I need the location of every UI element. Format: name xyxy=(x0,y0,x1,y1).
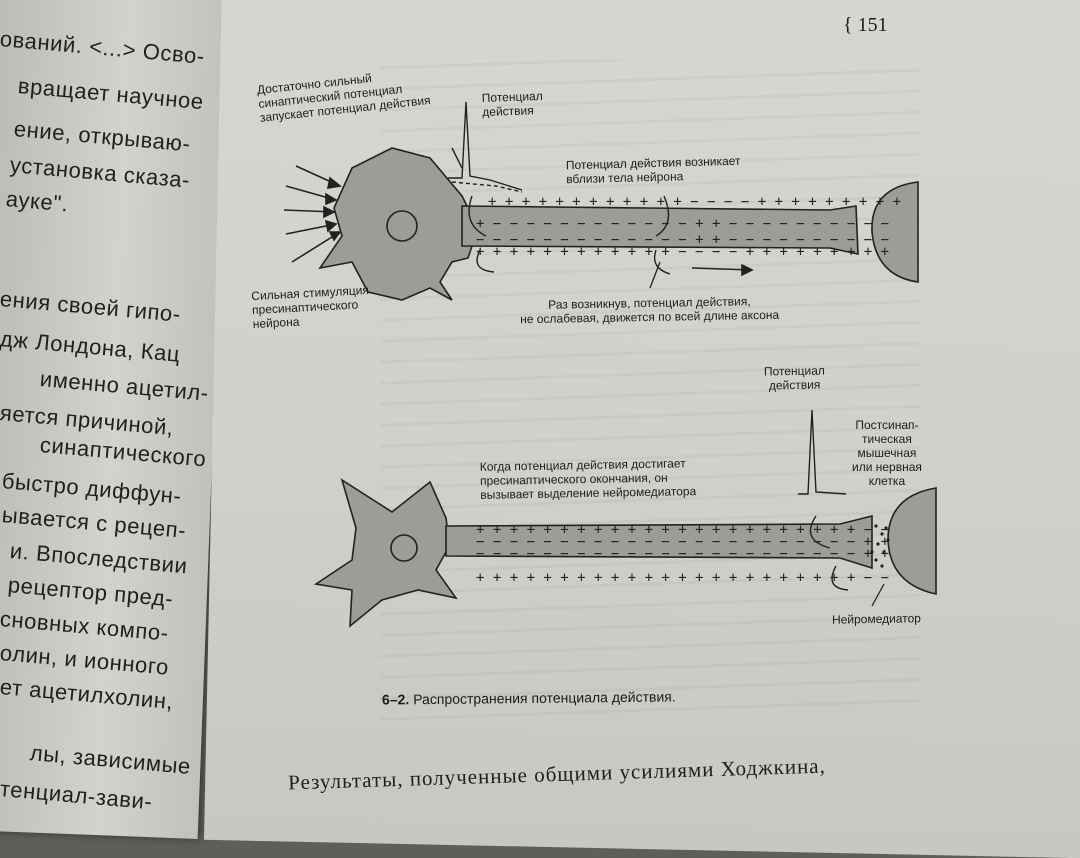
top-current-loops xyxy=(468,195,671,275)
bottom-spike xyxy=(798,409,847,495)
bottom-postsynaptic-cell xyxy=(887,487,937,595)
bottom-axon-charges: + + + + + + + + + + + + + + + + + + + + … xyxy=(476,522,889,586)
label-postsynaptic-cell: Постсинап- тическая мышечная или нервная… xyxy=(852,418,922,488)
propagates-pointer xyxy=(649,261,661,289)
svg-text:+ + + + + + + + + + + + − − −: + + + + + + + + + + + + − − − − + + + + … xyxy=(476,244,889,260)
bottom-neuron-soma xyxy=(313,478,458,628)
svg-text:+ + + + + + + + + + + + − − −: + + + + + + + + + + + + − − − − + + + + … xyxy=(488,194,901,210)
svg-text:− − − − − − − − − − − − − − −: − − − − − − − − − − − − − − − − − − − − … xyxy=(476,534,889,550)
label-neuromediator: Нейромедиатор xyxy=(831,611,921,627)
top-neuron-soma xyxy=(318,147,473,301)
label-propagates: Раз возникнув, потенциал действия, не ос… xyxy=(520,294,780,327)
svg-text:+ + + + + + + + + + + + + + +: + + + + + + + + + + + + + + + + + + + + … xyxy=(476,522,889,538)
top-axon-charges: + + + + + + + + + + + + − − − − + + + + … xyxy=(476,194,901,260)
figure-caption: 6–2. Распространения потенциала действия… xyxy=(382,688,676,707)
svg-text:+ − − − − − − − − − − − − + +: + − − − − − − − − − − − − + + − − − − − … xyxy=(476,216,889,232)
svg-text:+ + + + + + + + + + + + + + +: + + + + + + + + + + + + + + + + + + + + … xyxy=(476,570,889,586)
neurotransmitter-dots xyxy=(870,524,890,568)
caption-text: Распространения потенциала действия. xyxy=(413,688,676,708)
page-number: { 151 xyxy=(843,14,888,36)
neuromediator-pointer xyxy=(871,583,885,607)
label-terminal-release: Когда потенциал действия достигает преси… xyxy=(479,456,697,502)
label-arises-near-body: Потенциал действия возникает вблизи тела… xyxy=(565,153,741,187)
label-strong-stimulation: Сильная стимуляция пресинаптического ней… xyxy=(250,282,370,332)
top-postsynaptic-cell xyxy=(871,181,919,283)
stimulation-arrows xyxy=(283,165,342,263)
top-nucleus xyxy=(386,210,418,242)
svg-text:− − − − − − − − − − − − − − −: − − − − − − − − − − − − − − − − − − − − … xyxy=(476,546,889,562)
caption-number: 6–2. xyxy=(381,691,410,708)
svg-text:− − − − − − − − − − − − − + +: − − − − − − − − − − − − − + + − − − − − … xyxy=(476,232,889,248)
top-axon xyxy=(461,205,859,255)
bottom-nucleus xyxy=(390,534,418,562)
top-spike xyxy=(448,101,523,193)
bottom-axon xyxy=(445,514,873,570)
label-action-potential-bottom: Потенциал действия xyxy=(763,363,825,393)
bottom-current-loops xyxy=(809,515,849,591)
neuron-diagram: + + + + + + + + + + + + − − − − + + + + … xyxy=(283,101,937,628)
label-action-potential-top: Потенциал действия xyxy=(481,88,543,120)
propagation-arrow xyxy=(691,263,754,277)
